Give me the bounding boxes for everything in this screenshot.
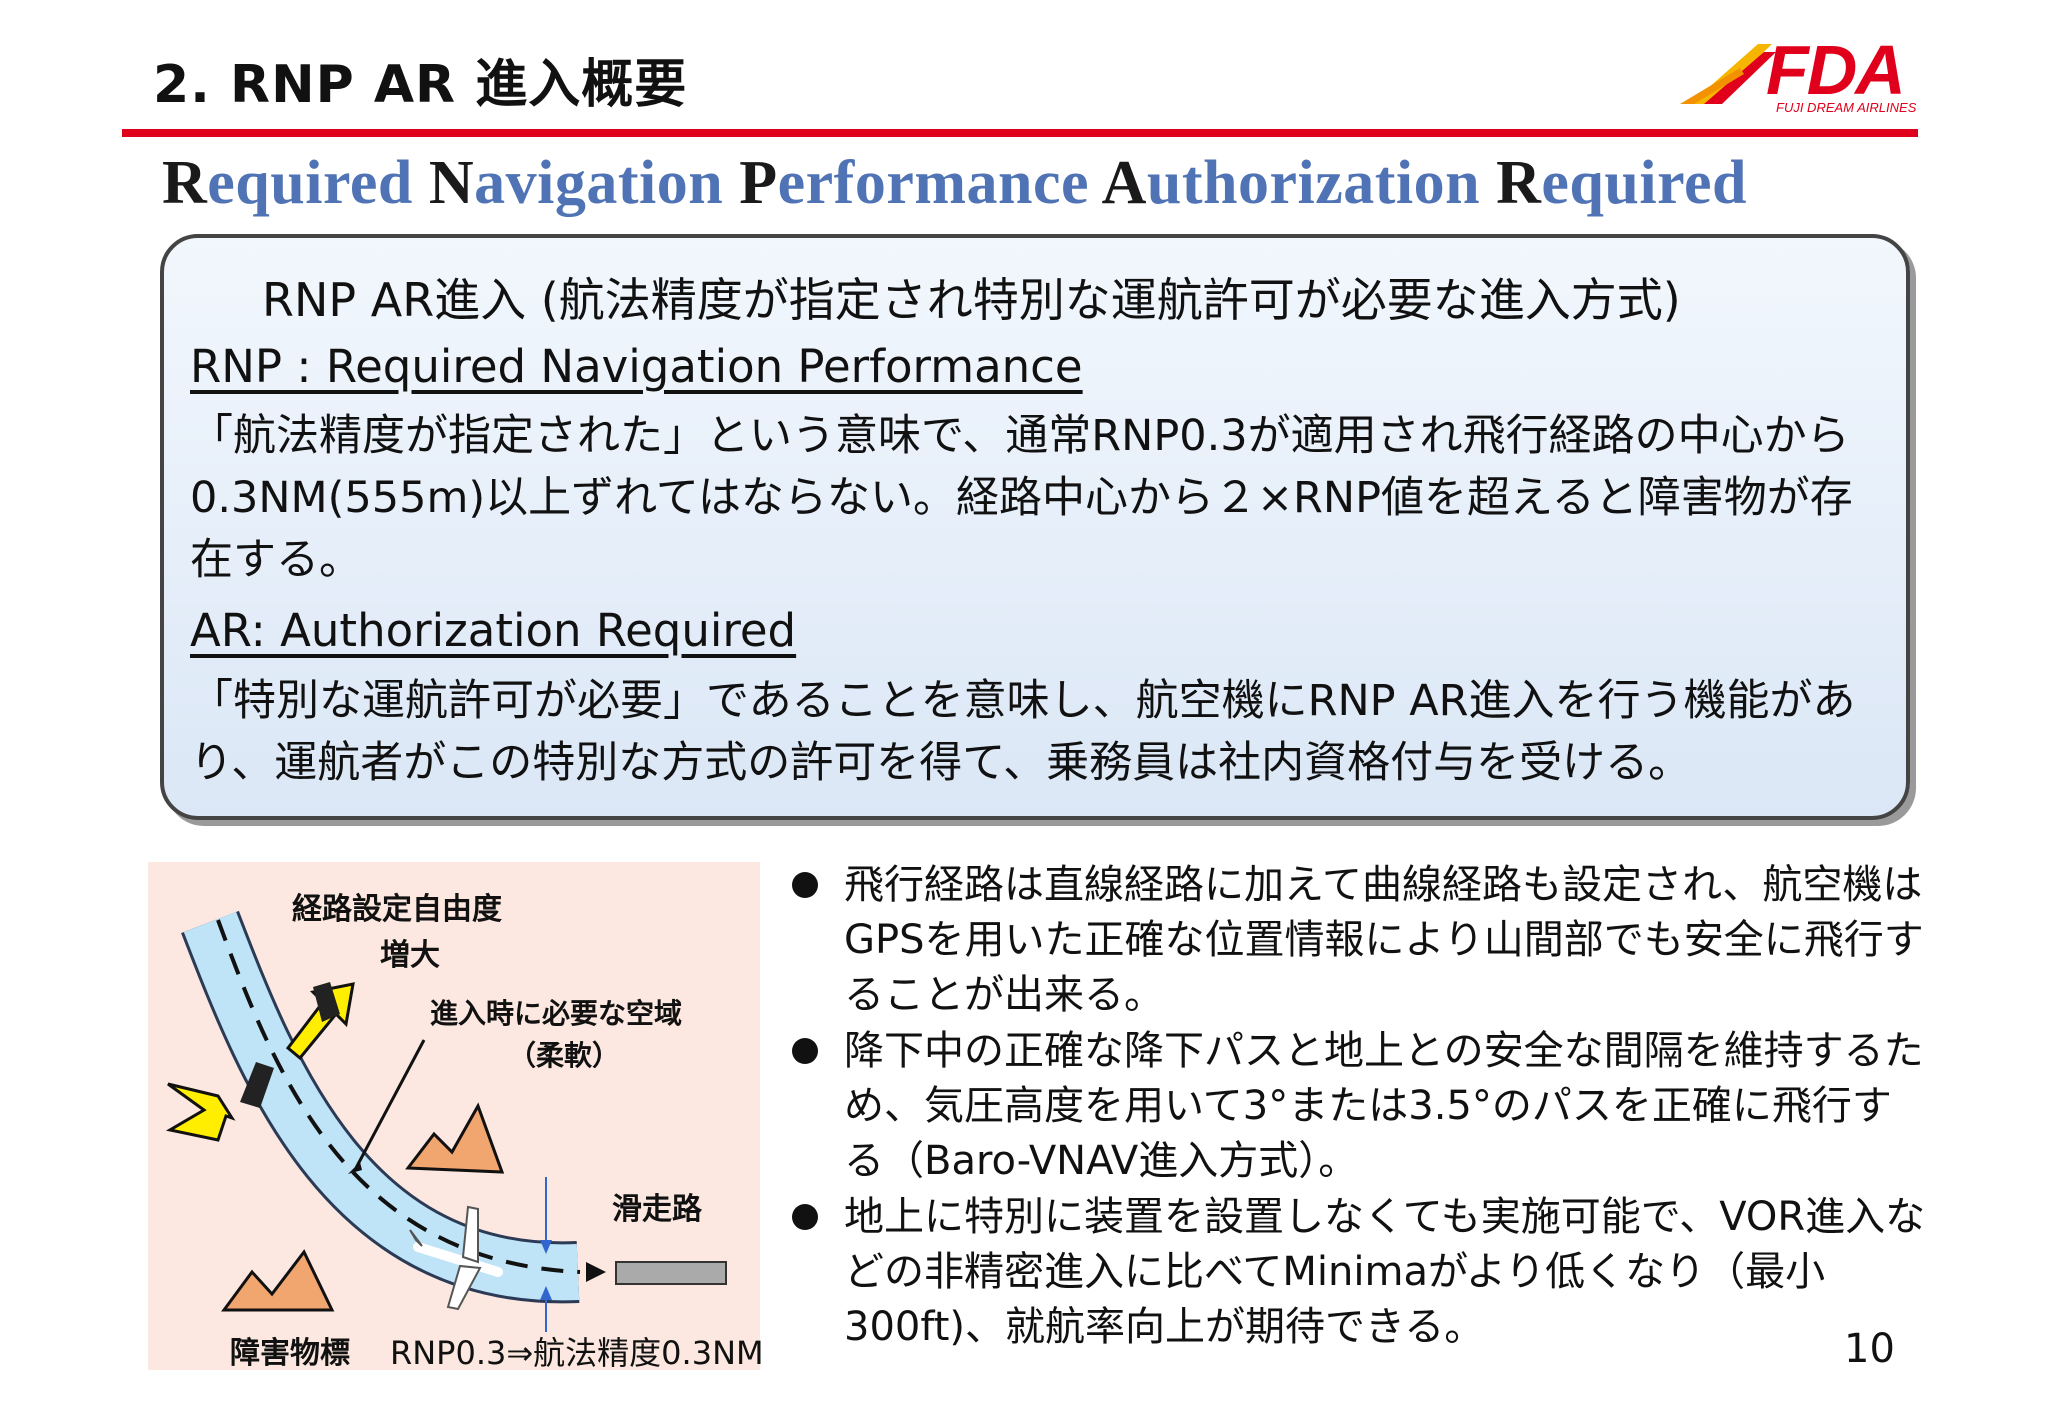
mountain-icon: [221, 1249, 335, 1312]
mountain-icon: [405, 1102, 505, 1174]
route-centerline: [216, 919, 581, 1274]
route-arrow-icon: [586, 1262, 606, 1282]
rnp-caption: RNP0.3⇒航法精度0.3NM: [390, 1334, 764, 1372]
airplane-icon: [409, 1205, 503, 1311]
flight-path-corridor: [183, 911, 580, 1301]
label-airspace-flex: （柔軟）: [508, 1039, 621, 1072]
rnp-term: RNP : Required Navigation Performance: [190, 340, 1083, 393]
subtitle-word: Navigation: [428, 149, 724, 217]
list-item: 地上に特別に装置を設置しなくても実施可能で、VOR進入などの非精密進入に比べてM…: [788, 1190, 1928, 1356]
slide-title: 2. RNP AR 進入概要: [153, 55, 688, 115]
label-route-freedom: 経路設定自由度: [292, 892, 502, 927]
list-item: 降下中の正確な降下パスと地上との安全な間隔を維持するため、気圧高度を用いて3°ま…: [788, 1024, 1928, 1190]
logo-subtext: FUJI DREAM AIRLINES: [1776, 100, 1917, 115]
label-obstacle: 障害物標: [230, 1336, 350, 1371]
bullet-icon: [792, 872, 818, 898]
bullet-text: 飛行経路は直線経路に加えて曲線経路も設定され、航空機はGPSを用いた正確な位置情…: [844, 862, 1924, 1018]
fda-logo: FDA FUJI DREAM AIRLINES: [1680, 31, 1920, 118]
runway-icon: [615, 1261, 727, 1285]
page-number: 10: [1844, 1326, 1895, 1372]
logo-wing-icon: [1680, 44, 1776, 104]
bullet-list: 飛行経路は直線経路に加えて曲線経路も設定され、航空機はGPSを用いた正確な位置情…: [788, 858, 1928, 1356]
acronym-subtitle: Required Navigation Performance Authoriz…: [162, 148, 1747, 219]
subtitle-word: Authorization: [1101, 149, 1481, 217]
ar-description: 「特別な運航許可が必要」であることを意味し、航空機にRNP AR進入を行う機能が…: [190, 676, 1856, 788]
logo-text: FDA: [1766, 31, 1906, 109]
bullet-text: 降下中の正確な降下パスと地上との安全な間隔を維持するため、気圧高度を用いて3°ま…: [844, 1028, 1924, 1184]
subtitle-word: Required: [1496, 149, 1748, 217]
definition-heading: RNP AR進入 (航法精度が指定され特別な運航許可が必要な進入方式): [262, 273, 1681, 327]
airspace-arrow-left-icon: [165, 1082, 236, 1142]
rnp-description: 「航法精度が指定された」という意味で、通常RNP0.3が適用され飛行経路の中心か…: [190, 411, 1853, 585]
label-route-freedom-2: 増大: [380, 938, 440, 973]
airspace-band-right: [313, 982, 340, 1022]
list-item: 飛行経路は直線経路に加えて曲線経路も設定され、航空機はGPSを用いた正確な位置情…: [788, 858, 1928, 1024]
bullet-text: 地上に特別に装置を設置しなくても実施可能で、VOR進入などの非精密進入に比べてM…: [844, 1194, 1926, 1350]
ar-term: AR: Authorization Required: [190, 604, 797, 657]
bullet-icon: [792, 1038, 818, 1064]
definition-box: [160, 234, 1910, 820]
subtitle-word: Performance: [739, 149, 1090, 217]
label-runway: 滑走路: [612, 1192, 702, 1227]
diagram-illustration: [165, 910, 727, 1332]
rnp-ar-diagram: 経路設定自由度 増大 進入時に必要な空域 （柔軟） 滑走路 障害物標: [148, 862, 760, 1371]
bullet-icon: [792, 1204, 818, 1230]
subtitle-word: Required: [162, 149, 413, 217]
airspace-band-left: [240, 1062, 274, 1108]
title-divider: [122, 129, 1918, 137]
label-airspace: 進入時に必要な空域: [430, 997, 683, 1030]
